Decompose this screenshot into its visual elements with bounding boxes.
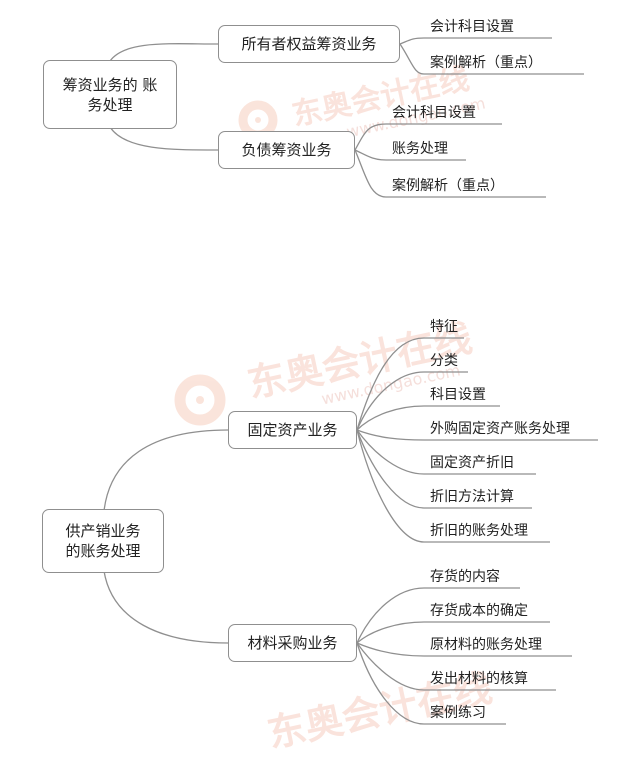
leaf-node[interactable]: 存货成本的确定	[430, 603, 528, 619]
connector	[356, 429, 536, 475]
connector	[354, 123, 502, 151]
connector	[356, 642, 572, 657]
connector	[103, 429, 229, 512]
root-node-supply-production-sales[interactable]: 供产销业务 的账务处理	[42, 509, 164, 573]
leaf-node[interactable]: 折旧的账务处理	[430, 523, 528, 539]
branch-label: 负债筹资业务	[241, 141, 332, 159]
leaf-node[interactable]: 会计科目设置	[430, 19, 514, 35]
dongao-logo-icon	[174, 374, 226, 426]
connector	[356, 429, 550, 543]
connector	[109, 43, 219, 62]
connector	[356, 621, 550, 644]
connector	[356, 337, 464, 431]
connector	[399, 37, 552, 45]
branch-label: 固定资产业务	[247, 421, 338, 439]
branch-node-owner-equity[interactable]: 所有者权益筹资业务	[218, 25, 400, 63]
leaf-node[interactable]: 存货的内容	[430, 569, 500, 585]
root-node-financing[interactable]: 筹资业务的 账务处理	[43, 60, 177, 129]
leaf-node[interactable]: 科目设置	[430, 387, 486, 403]
leaf-node[interactable]: 分类	[430, 353, 458, 369]
leaf-node[interactable]: 案例解析（重点）	[430, 55, 542, 71]
connector	[356, 405, 500, 431]
branch-label: 材料采购业务	[247, 634, 338, 652]
connector	[356, 642, 506, 725]
leaf-node[interactable]: 发出材料的核算	[430, 671, 528, 687]
connector	[356, 429, 532, 509]
connector	[356, 642, 556, 691]
leaf-node[interactable]: 案例解析（重点）	[392, 178, 504, 194]
root-node-label: 供产销业务 的账务处理	[65, 522, 141, 560]
leaf-node[interactable]: 原材料的账务处理	[430, 637, 542, 653]
root-node-label: 筹资业务的 账务处理	[62, 75, 158, 114]
leaf-node[interactable]: 案例练习	[430, 705, 486, 721]
leaf-node[interactable]: 会计科目设置	[392, 105, 476, 121]
leaf-node[interactable]: 固定资产折旧	[430, 455, 514, 471]
leaf-node[interactable]: 特征	[430, 319, 458, 335]
branch-node-liability[interactable]: 负债筹资业务	[218, 131, 355, 169]
connector	[103, 570, 229, 644]
leaf-node[interactable]: 账务处理	[392, 141, 448, 157]
connector	[109, 126, 219, 151]
connector	[399, 43, 584, 75]
mind-map-canvas: 东奥会计在线 www.dongao.com 东奥会计在线 www.dongao.…	[42, 19, 598, 756]
connector	[356, 371, 468, 431]
connector	[354, 149, 546, 198]
branch-label: 所有者权益筹资业务	[241, 35, 377, 53]
branch-node-fixed-assets[interactable]: 固定资产业务	[228, 411, 357, 449]
connector	[354, 149, 466, 161]
leaf-node[interactable]: 折旧方法计算	[430, 489, 514, 505]
leaf-node[interactable]: 外购固定资产账务处理	[430, 421, 570, 437]
connector-lines	[103, 37, 598, 725]
branch-node-material-purchase[interactable]: 材料采购业务	[228, 624, 357, 662]
connector	[356, 429, 598, 441]
connector	[356, 587, 520, 644]
